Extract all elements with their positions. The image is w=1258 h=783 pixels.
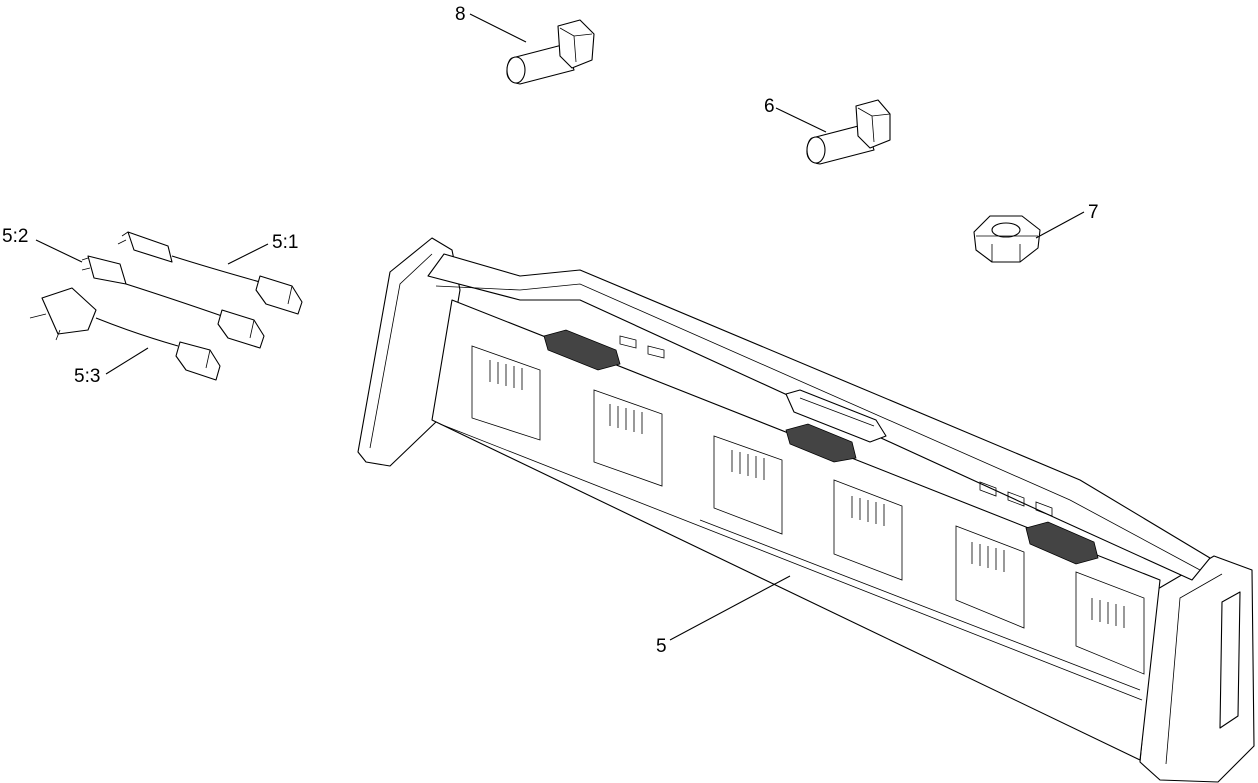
charger-main-unit	[357, 237, 1255, 783]
nut-7	[973, 215, 1041, 263]
callout-5-3: 5:3	[74, 366, 100, 387]
mesh-pad-center	[785, 423, 857, 463]
battery-bays	[471, 345, 1145, 675]
brand-badge	[785, 389, 887, 443]
callout-7: 7	[1088, 202, 1099, 223]
callout-5-1: 5:1	[272, 232, 298, 253]
leader-5	[669, 575, 791, 641]
callout-5: 5	[656, 636, 667, 657]
power-cord-5-1	[117, 231, 303, 315]
callout-5-2: 5:2	[2, 226, 28, 247]
leader-7	[1035, 211, 1085, 239]
bolt-6	[806, 99, 891, 165]
leader-5-2	[35, 239, 83, 263]
leader-6	[775, 107, 827, 133]
callout-6: 6	[764, 96, 775, 117]
power-cord-5-3	[29, 287, 221, 381]
power-cord-5-2	[81, 255, 265, 349]
mesh-pad-right	[1025, 521, 1099, 565]
bolt-8	[506, 19, 595, 85]
mesh-pad-left	[543, 329, 621, 371]
leader-8	[469, 13, 527, 43]
callout-8: 8	[455, 4, 466, 25]
leader-5-1	[227, 243, 269, 265]
leader-5-3	[105, 347, 149, 375]
